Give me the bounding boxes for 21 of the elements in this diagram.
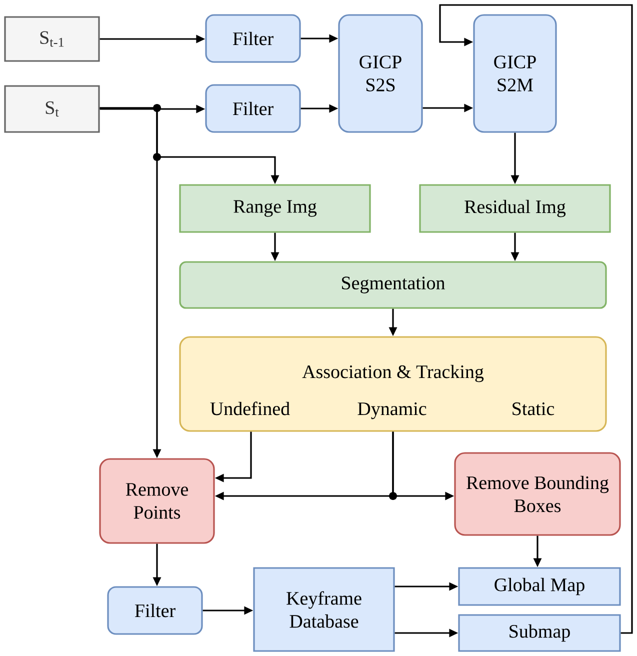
process-box: Filter bbox=[205, 84, 301, 133]
arrow bbox=[439, 4, 633, 634]
category-label: Dynamic bbox=[358, 402, 426, 420]
input-box: S$_{t}$ bbox=[4, 85, 100, 133]
process-box: Remove Bounding Boxes bbox=[454, 452, 621, 536]
process-box: Filter bbox=[205, 14, 301, 63]
process-box: Submap bbox=[458, 614, 621, 652]
process-box: Keyframe Database bbox=[253, 567, 395, 652]
input-box: S$_{t-1}$ bbox=[4, 16, 100, 62]
process-box bbox=[179, 336, 607, 432]
process-box: Segmentation bbox=[179, 261, 607, 309]
process-box: Filter bbox=[107, 586, 203, 635]
category-label: Undefined bbox=[210, 402, 290, 416]
process-box: Global Map bbox=[458, 567, 621, 606]
process-box: Residual Img bbox=[419, 184, 611, 233]
process-box: Remove Points bbox=[99, 458, 215, 544]
process-box: GICP S2M bbox=[473, 14, 557, 133]
process-box: Range Img bbox=[179, 184, 371, 233]
category-label: Static bbox=[512, 402, 554, 416]
process-box: GICP S2S bbox=[338, 14, 423, 133]
box-heading: Association & Tracking bbox=[302, 364, 484, 382]
